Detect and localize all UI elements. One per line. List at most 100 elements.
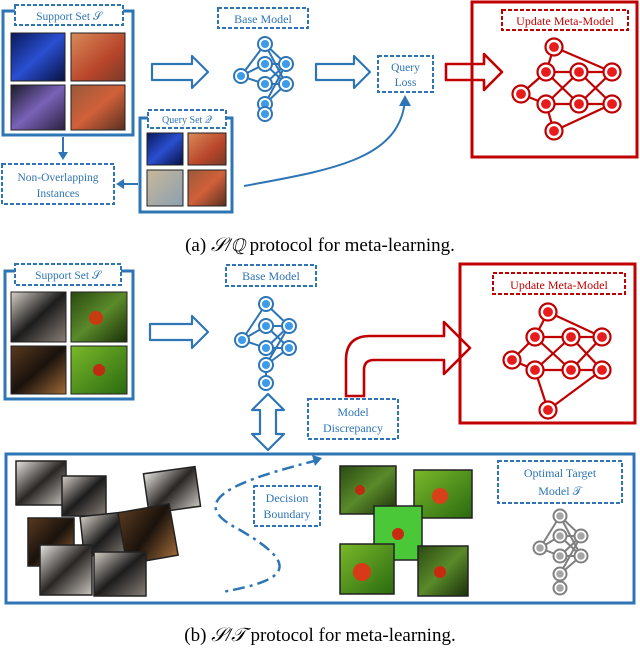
curve-arrowhead	[399, 95, 411, 106]
meta-model-network-b	[502, 302, 612, 420]
base-model-label-b: Base Model	[242, 269, 300, 283]
base-b-node	[261, 343, 271, 353]
query-image-jellyfish-2	[146, 169, 184, 207]
base-a-node	[260, 39, 270, 49]
optimal-target-network	[532, 508, 589, 596]
target-ladybug-2-dot	[432, 488, 448, 504]
meta-a-edge	[553, 45, 613, 74]
meta-a-node	[541, 99, 551, 109]
target-dog-1	[15, 460, 67, 506]
optimal-node	[577, 532, 585, 540]
meta-b-node	[597, 332, 607, 342]
update-meta-model-tag-b	[492, 272, 626, 295]
caption-a: (a) 𝒮/ℚ protocol for meta-learning.	[185, 235, 455, 256]
meta-a-node	[549, 42, 559, 52]
optimal-target-line2: Model 𝒯	[538, 484, 583, 498]
arrow-base-to-loss-a	[314, 54, 372, 90]
meta-a-node	[549, 126, 559, 136]
arrowhead-query-to-nonoverlap	[116, 179, 124, 189]
base-model-label-a: Base Model	[234, 12, 292, 26]
support-set-tag-a	[14, 4, 124, 26]
meta-a-node	[607, 99, 617, 109]
arrow-support-to-base-a	[150, 54, 210, 90]
caption-a-math: 𝒮/ℚ	[211, 235, 247, 256]
base-a-node	[281, 79, 291, 89]
support-image-dog-1	[10, 291, 67, 343]
base-model-network-b	[234, 296, 297, 391]
part-a: Support Set 𝒮 Base Model Query Loss Upda…	[1, 0, 639, 256]
base-a-node	[260, 79, 270, 89]
model-discrepancy-box	[307, 398, 399, 440]
caption-b-suffix: protocol for meta-learning.	[246, 625, 456, 646]
non-overlap-label-line1: Non-Overlapping	[17, 172, 98, 184]
optimal-node	[556, 570, 564, 578]
meta-b-node	[530, 365, 540, 375]
meta-a-node	[574, 67, 584, 77]
caption-b-prefix: (b)	[184, 625, 211, 646]
decision-boundary-box	[253, 485, 321, 527]
base-b-node	[261, 321, 271, 331]
query-loss-box-a	[377, 55, 434, 93]
decision-boundary-line2: Boundary	[263, 507, 310, 521]
support-image-dog-2	[10, 345, 67, 395]
target-ladybug-5-dot	[434, 566, 446, 578]
meta-b-node	[543, 307, 553, 317]
target-dog-images	[15, 460, 202, 597]
meta-a-edge	[553, 103, 613, 132]
target-domain-box	[4, 452, 636, 605]
update-meta-model-label-b: Update Meta-Model	[510, 278, 608, 292]
decision-boundary-arrowhead	[312, 455, 322, 466]
optimal-node	[556, 532, 564, 540]
base-b-node	[284, 321, 294, 331]
base-a-node	[281, 59, 291, 69]
model-discrepancy-line1: Model	[337, 405, 369, 419]
meta-a-node	[574, 99, 584, 109]
base-a-node	[260, 99, 270, 109]
query-set-tag	[147, 109, 227, 129]
update-meta-model-box-b	[458, 262, 637, 425]
target-ladybug-4	[339, 543, 395, 595]
query-image-crab-1	[187, 132, 227, 166]
part-b: Support Set 𝒮 Base Model Update Meta-Mod…	[3, 262, 637, 646]
support-set-tag-b	[14, 263, 122, 286]
meta-b-node	[543, 405, 553, 415]
base-a-node	[236, 71, 246, 81]
meta-b-node	[597, 365, 607, 375]
caption-a-suffix: protocol for meta-learning.	[245, 235, 455, 256]
support-set-label-b: Support Set 𝒮	[35, 270, 103, 282]
ladybug-dot-2	[93, 364, 105, 376]
non-overlap-label-line2: Instances	[37, 188, 80, 200]
meta-b-edge	[547, 311, 603, 338]
target-dog-6	[117, 503, 179, 565]
target-ladybug-4-dot	[353, 563, 371, 581]
meta-a-node	[541, 67, 551, 77]
target-dog-3	[142, 465, 202, 515]
meta-b-node	[507, 355, 517, 365]
query-loss-label-line1: Query	[391, 62, 420, 74]
query-image-crab-2	[187, 169, 227, 207]
arrow-discrepancy-to-update-b	[344, 320, 472, 398]
meta-b-edge	[547, 369, 603, 411]
curve-query-to-loss	[243, 99, 406, 187]
optimal-node	[556, 512, 564, 520]
support-image-jellyfish-1	[10, 32, 66, 82]
optimal-node	[556, 584, 564, 592]
target-dog-7	[39, 544, 93, 596]
base-a-node	[260, 109, 270, 119]
update-meta-model-label-a: Update Meta-Model	[516, 14, 614, 28]
caption-a-prefix: (a)	[185, 235, 211, 256]
arrow-support-to-base-b	[148, 314, 210, 350]
query-set-label: Query Set 𝒬	[162, 115, 213, 126]
base-model-tag-b	[225, 264, 317, 287]
base-model-network-a	[233, 36, 294, 122]
base-model-tag-a	[217, 7, 309, 29]
meta-b-node	[566, 332, 576, 342]
meta-model-network-a	[511, 37, 622, 141]
target-ladybug-3-dot	[392, 528, 404, 540]
update-meta-model-tag-a	[501, 9, 629, 31]
base-b-node	[284, 343, 294, 353]
target-ladybug-images	[339, 465, 473, 597]
meta-a-node	[516, 89, 526, 99]
optimal-target-box	[497, 460, 623, 504]
meta-b-node	[566, 365, 576, 375]
